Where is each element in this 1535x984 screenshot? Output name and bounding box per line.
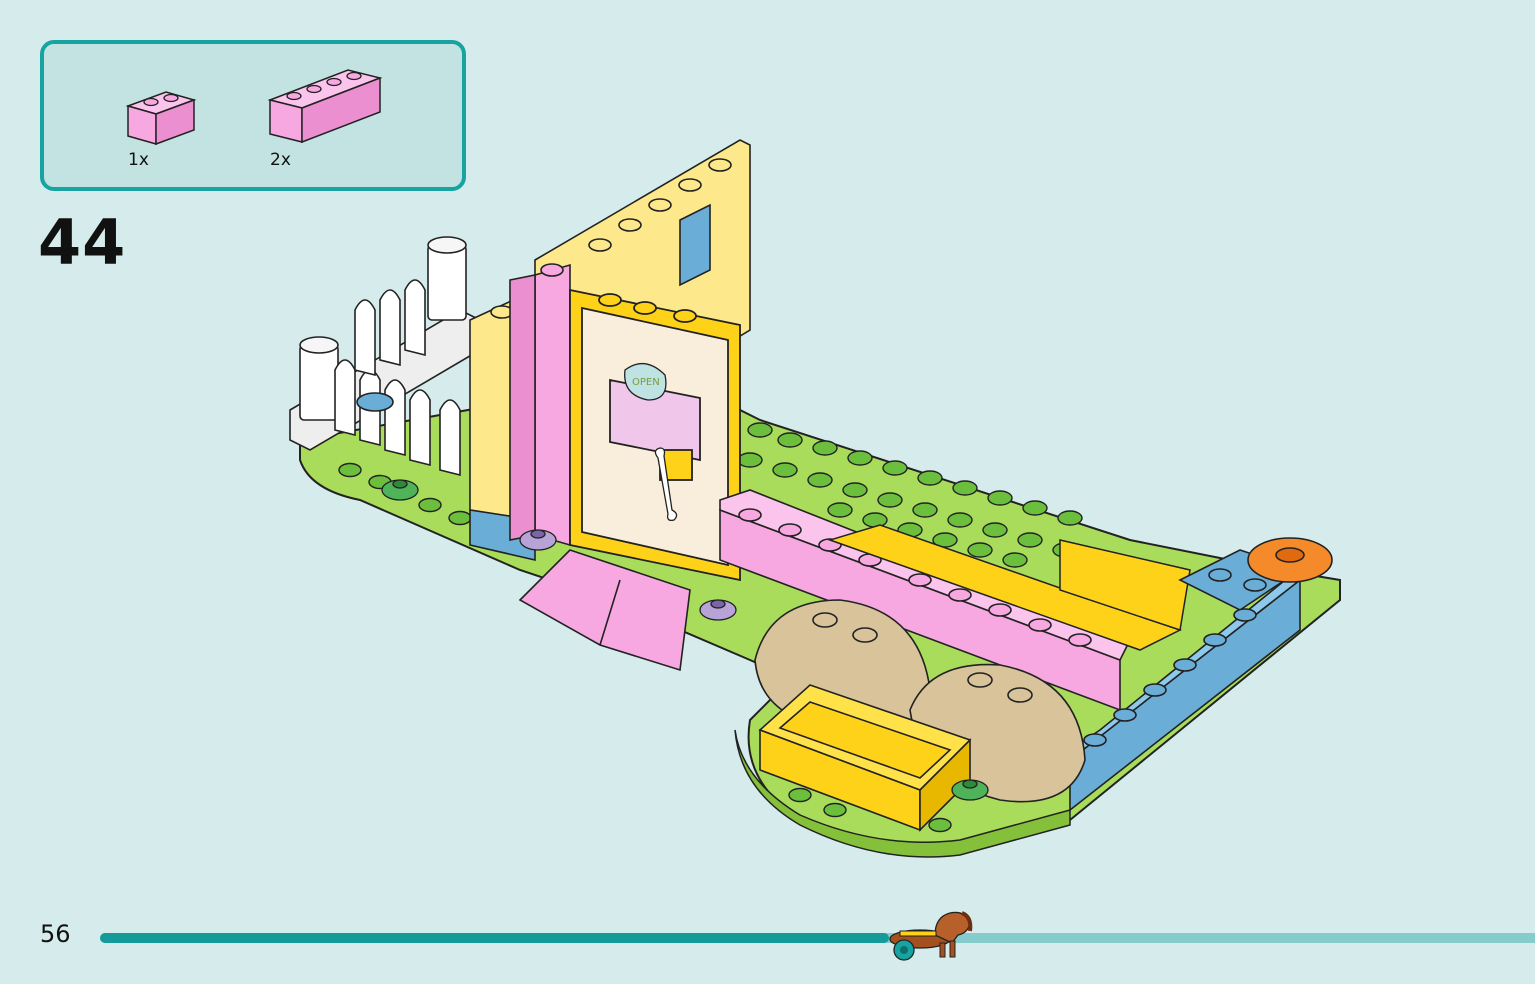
step-number: 44 xyxy=(38,206,127,279)
blue-brick-row xyxy=(1069,549,1311,812)
pet-shop-model-illustration: OPEN xyxy=(289,139,1341,858)
parts-callout: 1x 2x xyxy=(40,40,466,191)
progress-bar xyxy=(100,933,1535,943)
progress-bar-fill xyxy=(100,933,890,943)
part-quantity-1x4: 2x xyxy=(270,150,291,170)
pink-brick-1x4-icon xyxy=(267,69,383,144)
yellow-crate xyxy=(758,684,972,832)
pink-column xyxy=(509,263,571,547)
white-fence xyxy=(289,236,481,477)
gold-tiles xyxy=(827,524,1191,651)
purple-flowers xyxy=(519,529,737,621)
pink-brick-row xyxy=(719,489,1132,712)
pink-ramp xyxy=(518,549,691,672)
pink-brick-1x2-icon xyxy=(125,91,197,146)
part-quantity-1x2: 1x xyxy=(128,150,149,170)
green-flowers xyxy=(381,479,989,801)
dog-wheelchair-icon xyxy=(889,911,973,961)
orange-round-tile xyxy=(1247,537,1333,583)
svg-text:OPEN: OPEN xyxy=(632,377,660,388)
page-number: 56 xyxy=(40,920,71,948)
door: OPEN xyxy=(569,288,741,582)
